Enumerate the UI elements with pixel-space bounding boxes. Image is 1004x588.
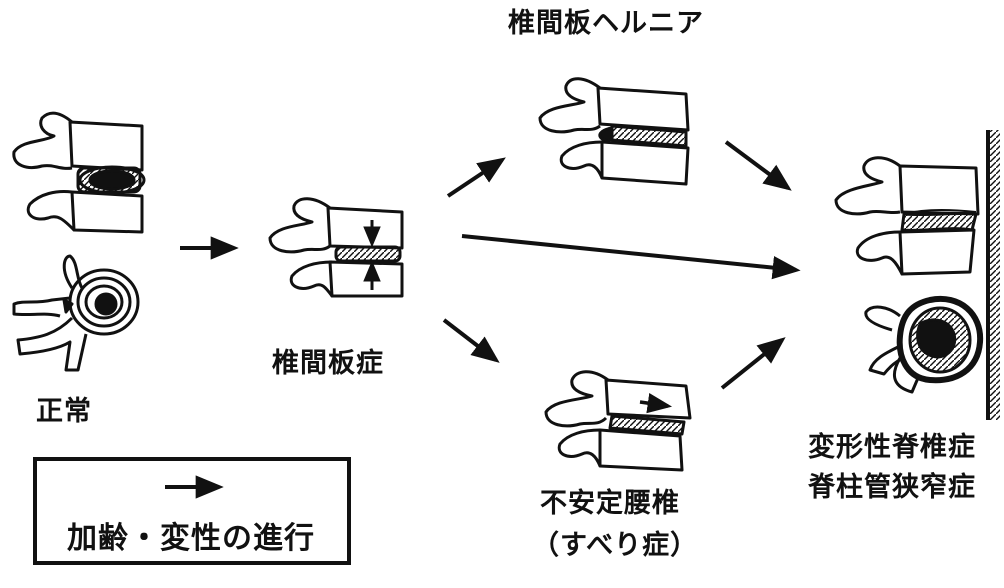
spondylosis-axial-illustration (864, 295, 984, 394)
arrow-herniation-to-spondylosis (724, 140, 792, 191)
arrow-disc-disease-to-spondylosis (461, 234, 801, 280)
instability-illustration (544, 370, 692, 472)
arrow-disc-disease-to-instability (442, 318, 500, 363)
normal-spine-axial-illustration (12, 254, 140, 372)
herniation-illustration (538, 77, 690, 186)
normal-spine-lateral-illustration (12, 111, 146, 234)
label-herniation: 椎間板ヘルニア (508, 8, 704, 39)
legend-text: 加齢・変性の進行 (67, 521, 315, 556)
label-spondylolisthesis: （すべり症） (532, 530, 699, 561)
legend-arrow-icon (165, 475, 224, 499)
label-instability: 不安定腰椎 (540, 488, 680, 519)
arrow-disc-disease-to-herniation (446, 157, 506, 198)
disc-disease-illustration (268, 197, 404, 298)
label-stenosis: 脊柱管狭窄症 (808, 472, 976, 503)
label-normal: 正常 (36, 396, 92, 427)
canal-wall-shading (990, 130, 1000, 420)
spondylosis-lateral-illustration (834, 156, 980, 276)
arrow-instability-to-spondylosis (720, 337, 786, 390)
legend-box: 加齢・変性の進行 (33, 457, 351, 565)
label-disc-disease: 椎間板症 (272, 348, 384, 379)
label-spondylosis: 変形性脊椎症 (808, 432, 976, 463)
